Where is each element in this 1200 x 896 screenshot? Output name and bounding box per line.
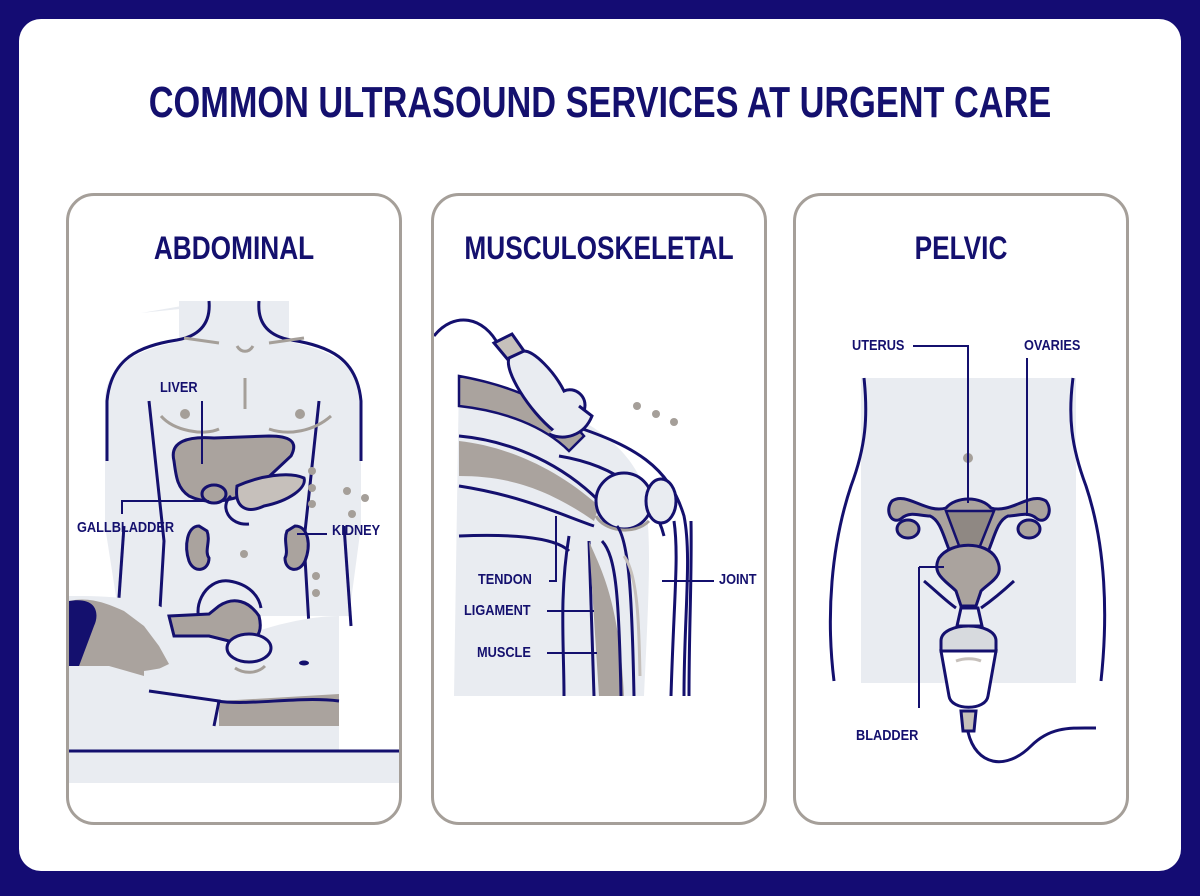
card-title-abdominal: ABDOMINAL bbox=[153, 230, 315, 266]
label-kidney: KIDNEY bbox=[332, 522, 381, 539]
label-tendon: TENDON bbox=[478, 571, 532, 588]
label-uterus: UTERUS bbox=[852, 337, 905, 354]
label-joint: JOINT bbox=[719, 571, 757, 588]
card-title-pelvic: PELVIC bbox=[914, 230, 1008, 266]
card-pelvic: PELVIC UTERUS OVARIES BLADDER bbox=[793, 193, 1129, 825]
knee-joint-illustration-icon bbox=[434, 318, 714, 697]
label-muscle: MUSCLE bbox=[477, 644, 531, 661]
label-ligament: LIGAMENT bbox=[464, 602, 531, 619]
label-bladder: BLADDER bbox=[856, 727, 919, 744]
pelvic-illustration-icon bbox=[828, 345, 1107, 764]
page-title: COMMON ULTRASOUND SERVICES AT URGENT CAR… bbox=[148, 78, 1052, 127]
label-gallbladder: GALLBLADDER bbox=[77, 519, 175, 536]
card-musculoskeletal: MUSCULOSKELETAL TENDON LIGAMENT MUSCLE J… bbox=[431, 193, 767, 825]
label-liver: LIVER bbox=[160, 379, 198, 396]
card-title-musculoskeletal: MUSCULOSKELETAL bbox=[464, 230, 734, 266]
label-ovaries: OVARIES bbox=[1024, 337, 1081, 354]
abdominal-illustration-icon bbox=[69, 300, 399, 783]
card-abdominal: ABDOMINAL LIVER GALLBLADDER KIDNEY bbox=[66, 193, 402, 825]
